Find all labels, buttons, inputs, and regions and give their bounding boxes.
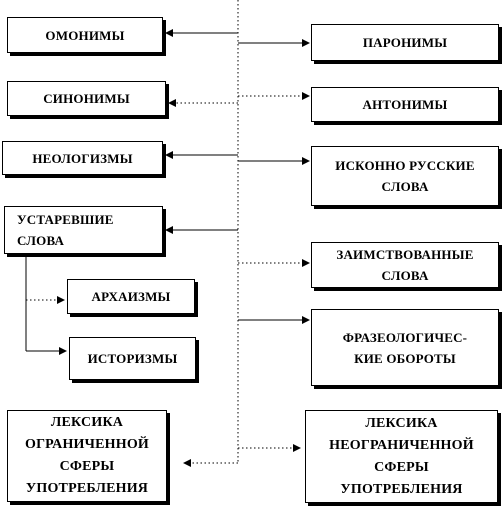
box-label: ПАРОНИМЫ xyxy=(362,35,448,50)
box-label: ИСТОРИЗМЫ xyxy=(87,351,178,366)
box-zaimstvovannye: ЗАИМСТВОВАННЫЕ СЛОВА xyxy=(311,242,499,288)
box-label: АНТОНИМЫ xyxy=(362,97,448,112)
box-frazeologicheskie: ФРАЗЕОЛОГИЧЕС- КИЕ ОБОРОТЫ xyxy=(311,309,499,386)
box-leksika-ogranichennoy: ЛЕКСИКА ОГРАНИЧЕННОЙ СФЕРЫ УПОТРЕБЛЕНИЯ xyxy=(7,410,167,502)
box-iskonno-russkie: ИСКОННО РУССКИЕ СЛОВА xyxy=(311,146,499,206)
box-sinonimy: СИНОНИМЫ xyxy=(7,81,166,116)
box-paronimy: ПАРОНИМЫ xyxy=(311,24,499,61)
box-istorizmy: ИСТОРИЗМЫ xyxy=(69,337,196,380)
box-arhaizmy: АРХАИЗМЫ xyxy=(67,279,195,314)
box-antonimy: АНТОНИМЫ xyxy=(311,87,499,122)
box-label: АРХАИЗМЫ xyxy=(91,289,171,304)
box-label: ОМОНИМЫ xyxy=(45,27,125,43)
box-label: ФРАЗЕОЛОГИЧЕС- КИЕ ОБОРОТЫ xyxy=(342,329,468,366)
box-label: СИНОНИМЫ xyxy=(43,91,130,106)
box-label: ЗАИМСТВОВАННЫЕ СЛОВА xyxy=(336,247,474,283)
box-label: УСТАРЕВШИЕ СЛОВА xyxy=(17,212,114,248)
box-omonimy: ОМОНИМЫ xyxy=(7,17,163,53)
box-label: ЛЕКСИКА ОГРАНИЧЕННОЙ СФЕРЫ УПОТРЕБЛЕНИЯ xyxy=(24,415,150,496)
box-ustarevshie: УСТАРЕВШИЕ СЛОВА xyxy=(4,206,163,254)
box-leksika-neogranichennoy: ЛЕКСИКА НЕОГРАНИЧЕННОЙ СФЕРЫ УПОТРЕБЛЕНИ… xyxy=(305,410,498,503)
box-label: ИСКОННО РУССКИЕ СЛОВА xyxy=(335,158,475,194)
box-neologizmy: НЕОЛОГИЗМЫ xyxy=(2,141,163,175)
box-label: ЛЕКСИКА НЕОГРАНИЧЕННОЙ СФЕРЫ УПОТРЕБЛЕНИ… xyxy=(329,415,474,497)
box-label: НЕОЛОГИЗМЫ xyxy=(32,150,133,166)
